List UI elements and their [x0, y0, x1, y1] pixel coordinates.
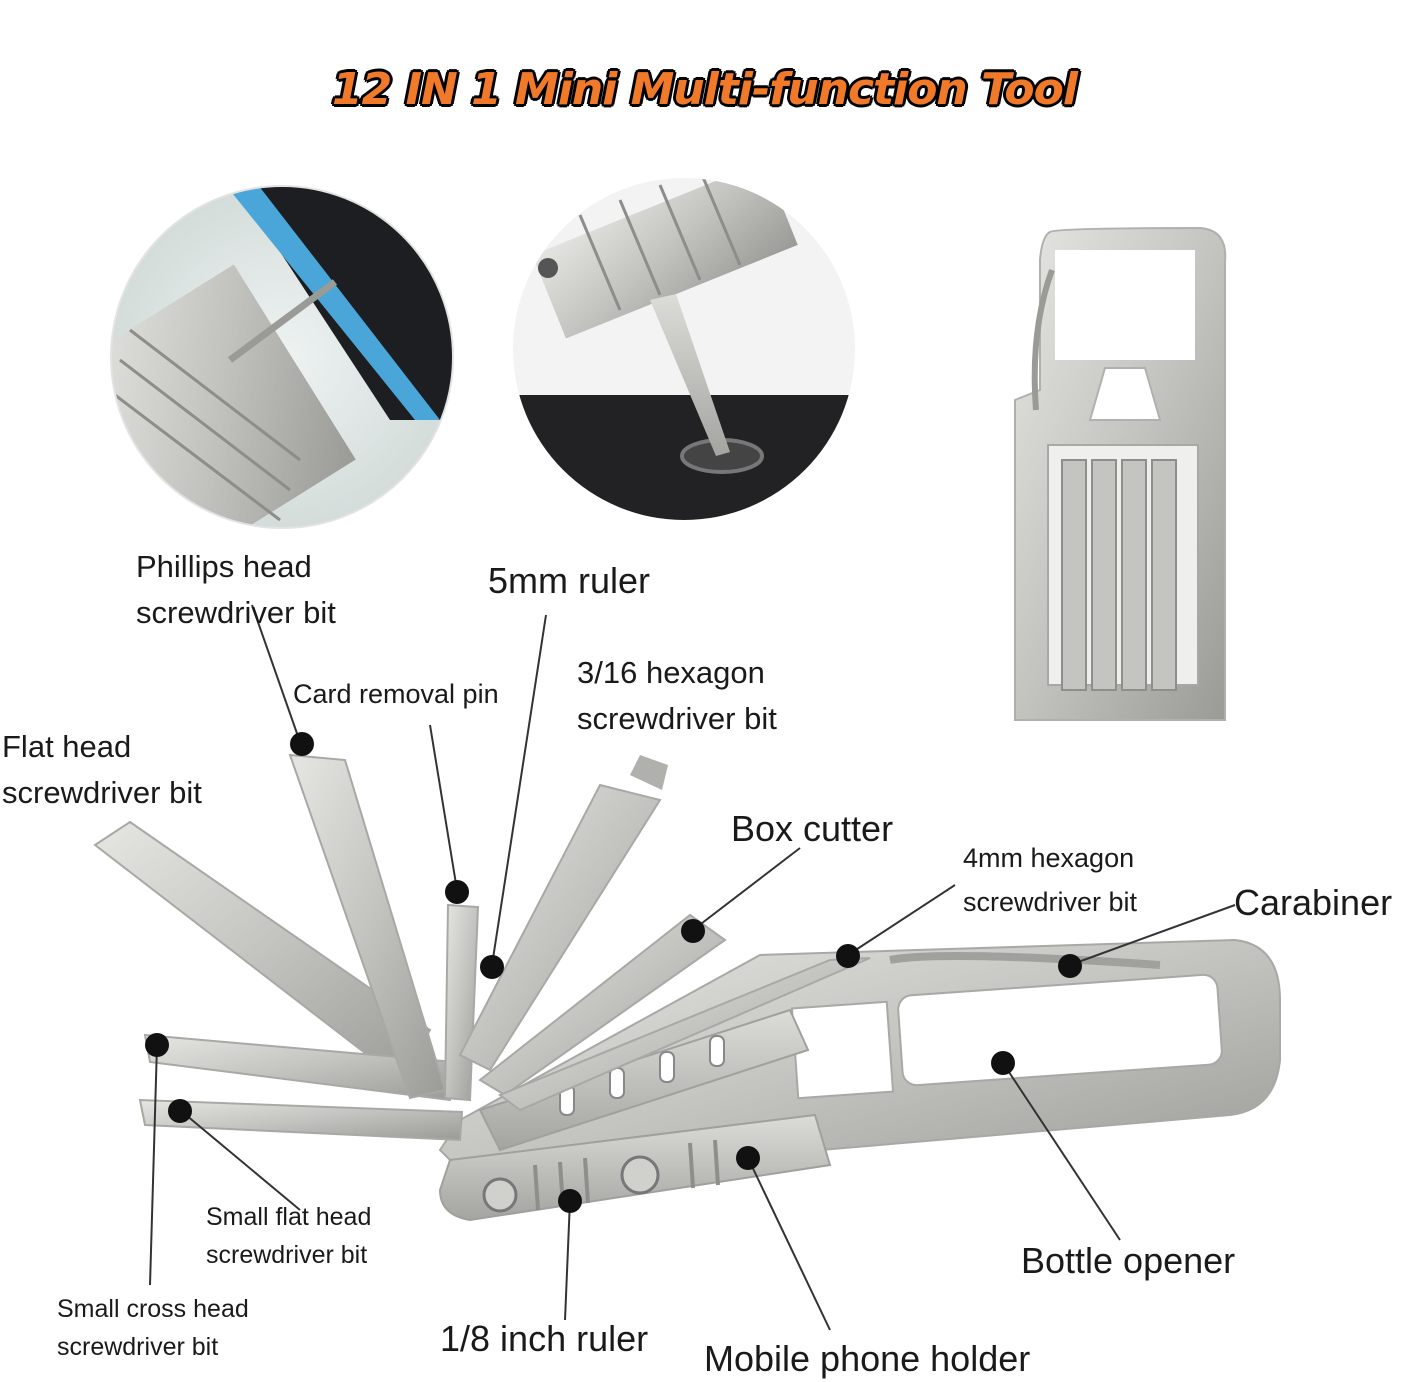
label-box-cutter: Box cutter	[731, 808, 894, 849]
circle-photo-screwdriver	[513, 178, 855, 520]
label-phillips-bit: Phillips head screwdriver bit	[136, 549, 336, 630]
page-title: 12 IN 1 Mini Multi-function Tool	[332, 64, 1078, 115]
label-small-cross-bit: Small cross head screwdriver bit	[57, 1295, 249, 1361]
label-carabiner: Carabiner	[1234, 882, 1393, 923]
label-mobile-phone-holder: Mobile phone holder	[704, 1338, 1031, 1379]
label-18-inch-ruler: 1/8 inch ruler	[440, 1318, 649, 1359]
label-flat-head-bit: Flat head screwdriver bit	[2, 729, 202, 810]
folded-tool-image	[1014, 226, 1227, 721]
label-316-hexagon-bit: 3/16 hexagon screwdriver bit	[577, 655, 777, 736]
label-bottle-opener: Bottle opener	[1021, 1240, 1236, 1281]
exploded-tool-image	[93, 753, 1281, 1222]
marker-dots	[145, 732, 1082, 1213]
label-card-removal-pin: Card removal pin	[293, 679, 499, 709]
label-5mm-ruler: 5mm ruler	[488, 560, 651, 601]
circle-photo-card-pin	[110, 185, 454, 529]
leader-lines	[149, 604, 1236, 1331]
label-small-flat-bit: Small flat head screwdriver bit	[206, 1203, 372, 1269]
label-4mm-hexagon-bit: 4mm hexagon screwdriver bit	[963, 843, 1138, 917]
